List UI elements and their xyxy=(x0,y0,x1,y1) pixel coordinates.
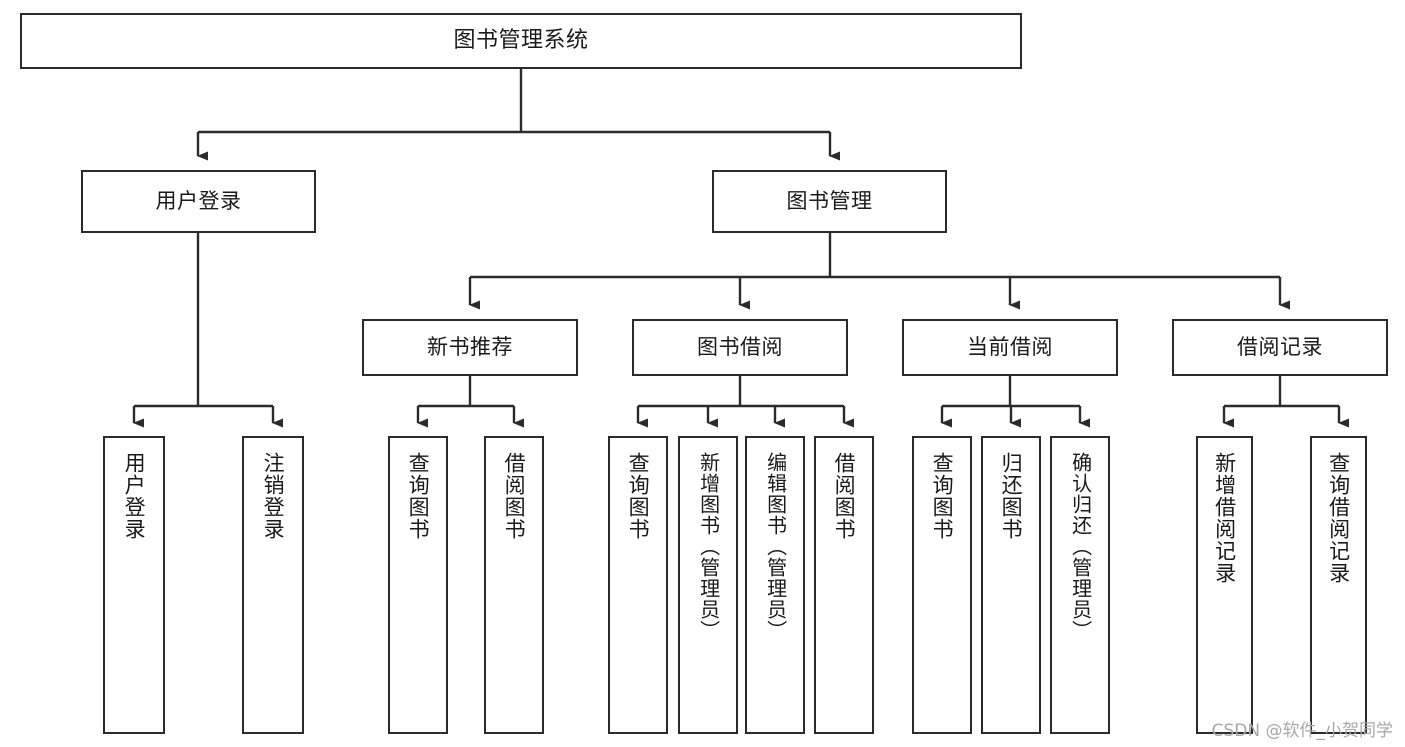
node-root-system[interactable]: 图书管理系统 xyxy=(20,13,1022,69)
node-label: 新增图书（管理员） xyxy=(696,452,721,641)
node-label: 归还图书 xyxy=(999,452,1024,540)
node-label: 查询借阅记录 xyxy=(1326,452,1351,584)
node-label: 用户登录 xyxy=(155,188,242,213)
node-new-book-recommend[interactable]: 新书推荐 xyxy=(362,319,578,376)
leaf-borrow-book[interactable]: 借阅图书 xyxy=(814,436,874,734)
node-book-management[interactable]: 图书管理 xyxy=(712,170,947,233)
leaf-user-login[interactable]: 用户登录 xyxy=(103,436,165,734)
leaf-query-book-borrow[interactable]: 查询图书 xyxy=(608,436,668,734)
node-label: 用户登录 xyxy=(122,452,147,540)
node-label: 当前借阅 xyxy=(967,334,1053,359)
leaf-edit-book-admin[interactable]: 编辑图书（管理员） xyxy=(745,436,805,734)
node-label: 新书推荐 xyxy=(427,334,513,359)
leaf-add-borrow-record[interactable]: 新增借阅记录 xyxy=(1196,436,1253,734)
node-label: 借阅图书 xyxy=(832,452,857,540)
leaf-query-borrow-record[interactable]: 查询借阅记录 xyxy=(1310,436,1367,734)
node-label: 注销登录 xyxy=(261,452,286,540)
leaf-query-book-recommend[interactable]: 查询图书 xyxy=(388,436,448,734)
node-label: 确认归还（管理员） xyxy=(1068,452,1093,641)
csdn-watermark: CSDN @软件_小贺同学 xyxy=(1211,721,1393,741)
node-label: 图书借阅 xyxy=(697,334,783,359)
leaf-confirm-return-admin[interactable]: 确认归还（管理员） xyxy=(1050,436,1110,734)
leaf-logout[interactable]: 注销登录 xyxy=(242,436,304,734)
node-borrow-record[interactable]: 借阅记录 xyxy=(1172,319,1388,376)
node-label: 图书管理系统 xyxy=(453,27,589,53)
node-label: 编辑图书（管理员） xyxy=(763,452,788,641)
node-label: 新增借阅记录 xyxy=(1212,452,1237,584)
node-label: 图书管理 xyxy=(786,188,873,213)
node-label: 查询图书 xyxy=(406,452,431,540)
node-label: 借阅图书 xyxy=(502,452,527,540)
leaf-add-book-admin[interactable]: 新增图书（管理员） xyxy=(678,436,738,734)
node-book-borrow[interactable]: 图书借阅 xyxy=(632,319,848,376)
node-label: 查询图书 xyxy=(930,452,955,540)
node-label: 查询图书 xyxy=(626,452,651,540)
leaf-query-book-current[interactable]: 查询图书 xyxy=(912,436,972,734)
node-user-login[interactable]: 用户登录 xyxy=(81,170,316,233)
node-current-borrow[interactable]: 当前借阅 xyxy=(902,319,1118,376)
leaf-return-book[interactable]: 归还图书 xyxy=(981,436,1041,734)
node-label: 借阅记录 xyxy=(1237,334,1323,359)
leaf-borrow-book-recommend[interactable]: 借阅图书 xyxy=(484,436,544,734)
